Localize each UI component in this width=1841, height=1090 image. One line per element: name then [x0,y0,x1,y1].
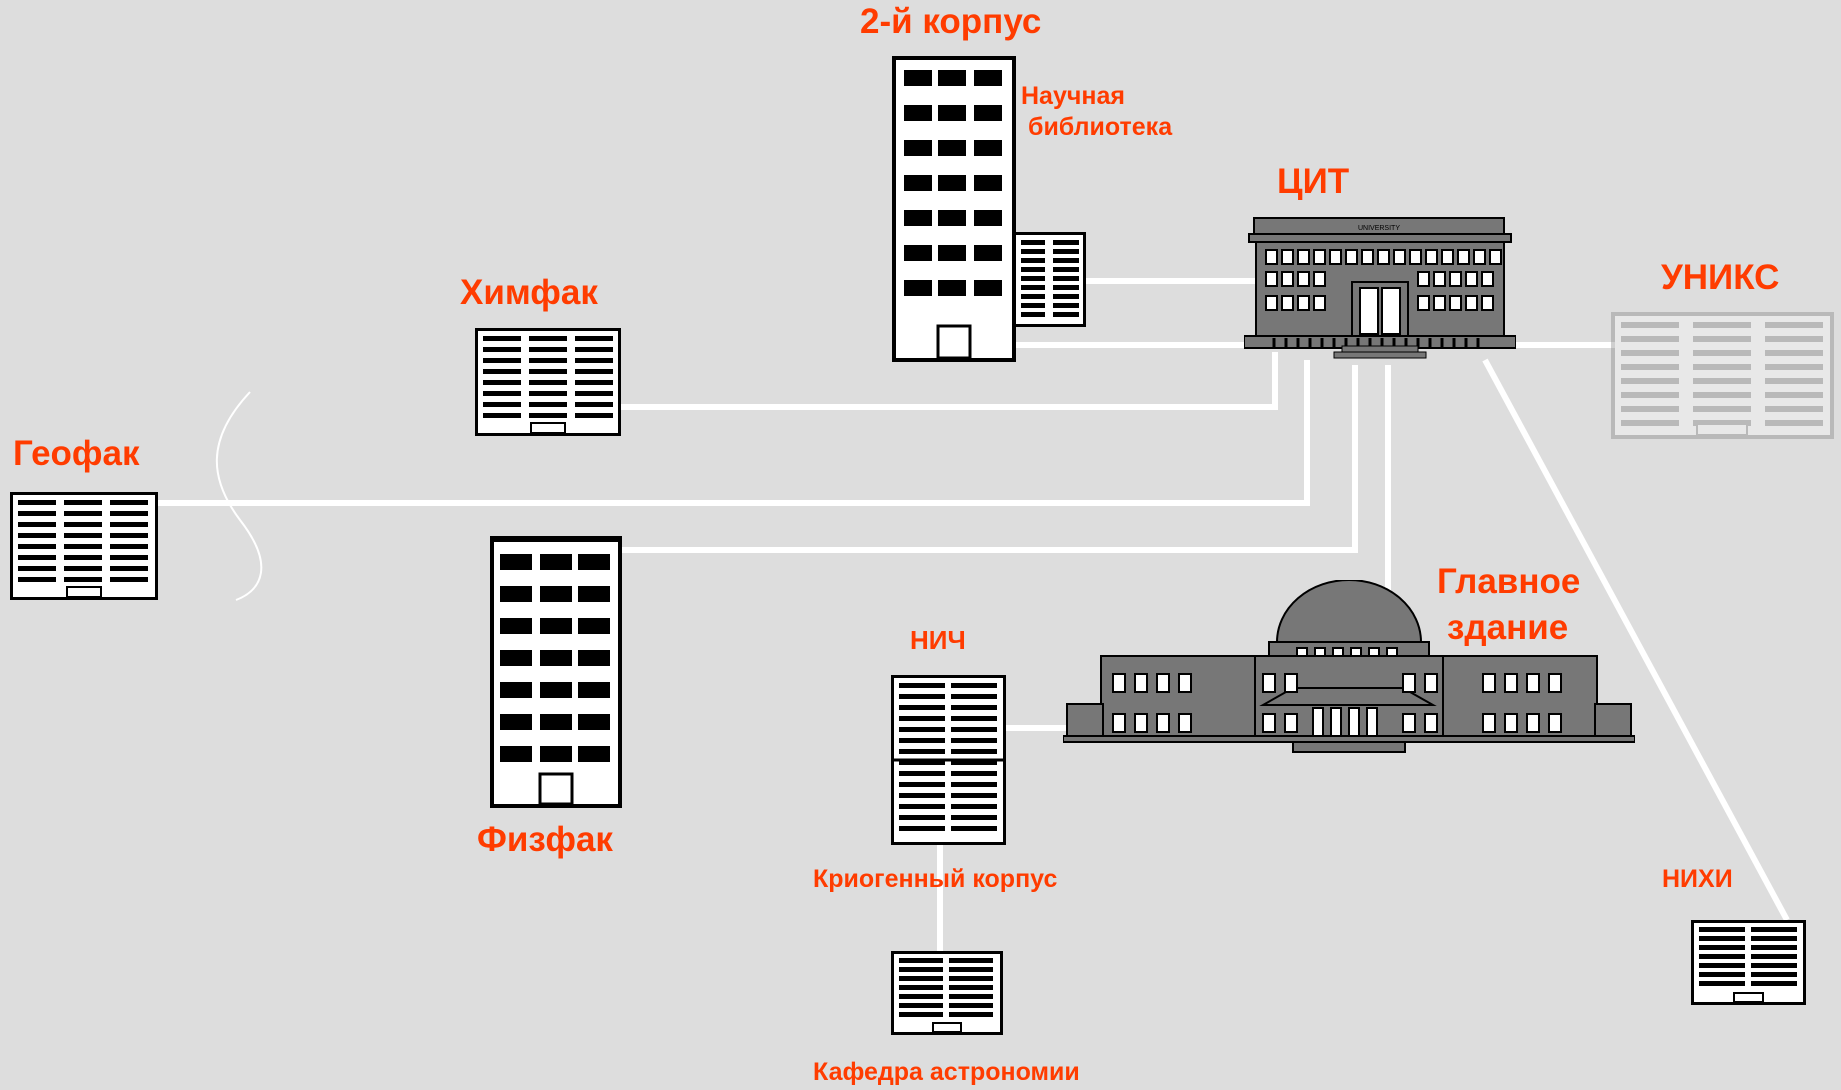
tall-building-icon [892,56,1016,362]
nich-building[interactable] [891,675,1006,845]
tall-building-icon [490,536,622,808]
main-building[interactable] [1063,580,1635,760]
link-fizfak-cit [620,365,1358,553]
link-himfak-cit [620,352,1278,410]
building-icon [1013,232,1086,327]
korpus2-building[interactable] [892,56,1016,362]
cit-sign-text: UNIVERSITY [1358,225,1400,232]
nihi-building[interactable] [1691,920,1806,1005]
nihi-label: НИХИ [1662,865,1733,893]
himfak-building[interactable] [475,328,621,436]
fizfak-building[interactable] [490,536,622,808]
astro-building[interactable] [891,951,1003,1035]
building-icon [1611,312,1834,439]
astro-label: Кафедра астрономии [813,1058,1080,1086]
link-geofak-cit [125,360,1310,506]
distance-break-mark [215,391,263,601]
himfak-label: Химфак [460,273,598,312]
university-building-icon: UNIVERSITY [1244,217,1516,359]
library-label-line1: Научная [1021,82,1125,110]
building-icon [475,328,621,436]
geofak-label: Геофак [13,434,140,473]
building-icon [891,675,1006,845]
nich-label: НИЧ [910,625,966,655]
cit-label: ЦИТ [1277,162,1350,201]
library-building[interactable] [1013,232,1086,327]
building-icon [1691,920,1806,1005]
domed-building-icon [1063,580,1635,753]
uniks-building[interactable] [1611,312,1834,439]
fizfak-label: Физфак [477,820,613,859]
korpus2-label: 2-й корпус [860,2,1042,41]
building-icon [891,951,1003,1035]
link-cit-nihi [1482,358,1790,922]
main-building-label-line1: Главное [1437,562,1581,601]
cit-building[interactable]: UNIVERSITY [1244,216,1516,360]
library-label-line2: библиотека [1028,113,1173,141]
main-building-label-line2: здание [1447,608,1569,647]
building-icon [10,492,158,600]
kriogen-label: Криогенный корпус [813,865,1058,893]
uniks-label: УНИКС [1661,258,1780,297]
geofak-building[interactable] [10,492,158,600]
